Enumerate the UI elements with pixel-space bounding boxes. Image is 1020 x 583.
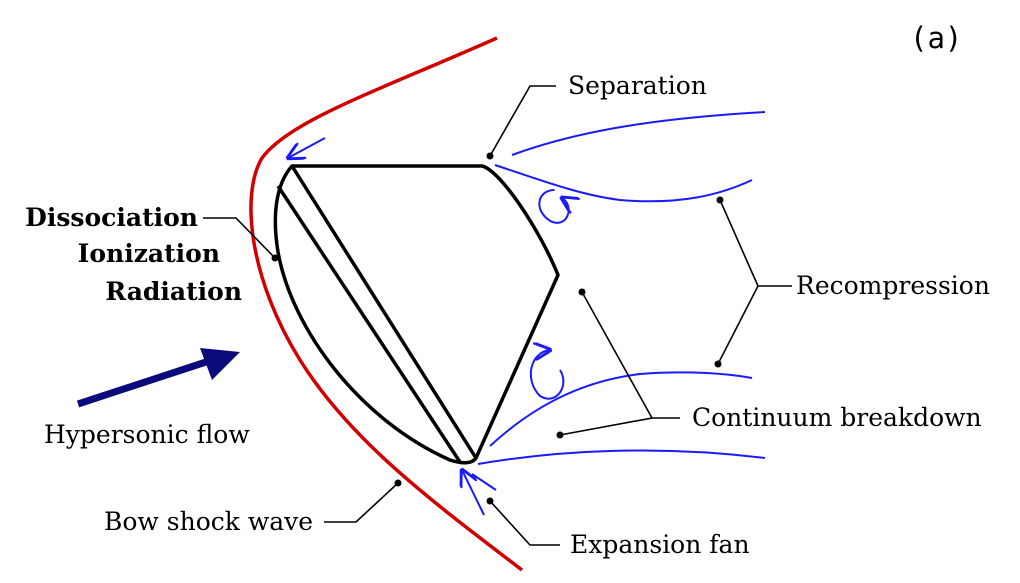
continuum-breakdown-label: Continuum breakdown xyxy=(692,403,982,432)
expansion-fan-leader xyxy=(489,500,560,546)
recompression-leader xyxy=(717,199,792,365)
ionization-label: Ionization xyxy=(78,239,220,268)
streamline-lower-inner xyxy=(489,371,753,447)
streamline-upper-inner xyxy=(494,164,753,203)
capsule-body xyxy=(273,164,560,465)
expansion-fan-label: Expansion fan xyxy=(570,530,750,559)
bow-shock-wave-label: Bow shock wave xyxy=(104,507,313,536)
bow-shock-leader xyxy=(324,482,399,523)
streamline-lower-outer xyxy=(477,449,766,465)
streamline-upper-outer xyxy=(511,111,766,156)
incoming-flow-arrow-bottom xyxy=(462,470,485,516)
separation-label: Separation xyxy=(568,71,707,100)
bow-shock-curve xyxy=(249,36,524,572)
hypersonic-flow-arrow xyxy=(76,358,208,408)
separation-leader xyxy=(489,85,556,157)
heatshield-line-outer xyxy=(276,185,462,463)
continuum-leader xyxy=(559,291,680,436)
radiation-label: Radiation xyxy=(105,277,242,306)
hypersonic-flow-arrowhead xyxy=(200,348,240,380)
incoming-flow-arrow-top xyxy=(288,137,326,158)
heatshield-line-inner xyxy=(290,165,478,459)
dissociation-leader xyxy=(203,217,276,259)
vortex-upper-icon xyxy=(538,188,575,224)
incoming-flow-arrow-bottom-2 xyxy=(471,473,497,491)
panel-tag: (a) xyxy=(910,21,962,55)
dissociation-label: Dissociation xyxy=(25,203,198,232)
vortex-lower-icon xyxy=(530,350,565,400)
hypersonic-flow-label: Hypersonic flow xyxy=(44,420,250,449)
recompression-label: Recompression xyxy=(796,271,990,300)
